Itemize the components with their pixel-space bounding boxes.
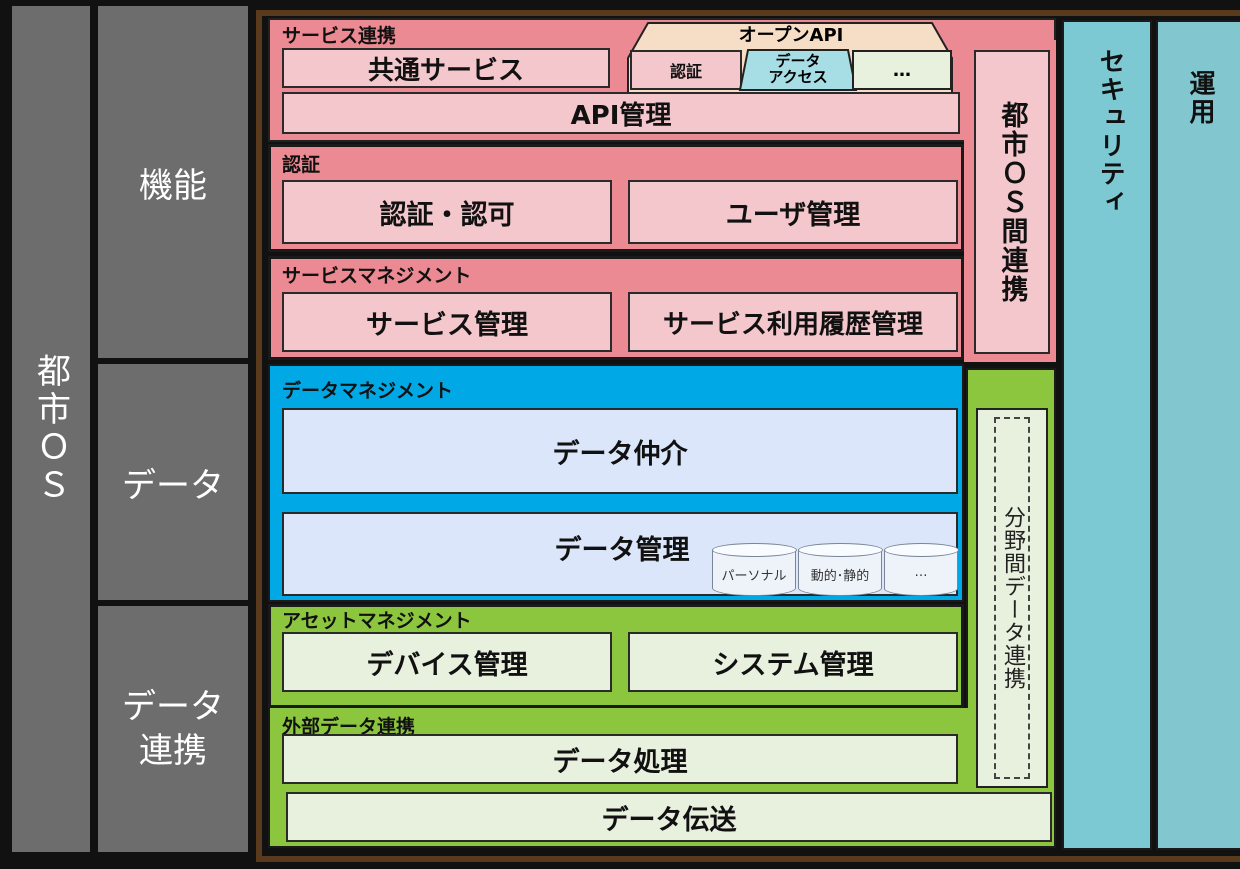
operation-label: 運用 (1185, 70, 1215, 126)
device-management-label: デバイス管理 (366, 649, 528, 681)
inter-os-link-box: 都市ＯＳ間連携 (974, 50, 1050, 354)
asset-management-title: アセットマネジメント (282, 610, 472, 632)
city-os-label: 都市ＯＳ (30, 353, 71, 505)
device-management-box: デバイス管理 (282, 632, 612, 692)
usage-history-box: サービス利用履歴管理 (628, 292, 958, 352)
layer-data-label: データ (122, 465, 224, 506)
layer-data-link-label: データ 連携 (122, 686, 224, 771)
data-brokerage-box: データ仲介 (282, 408, 958, 494)
data-transmission-label: データ伝送 (601, 804, 737, 836)
data-management-title: データマネジメント (282, 380, 454, 402)
city-os-column: 都市ＯＳ (12, 6, 90, 852)
cross-domain-link-label: 分野間データ連携 (1000, 506, 1025, 690)
data-processing-label: データ処理 (552, 746, 688, 778)
open-api-auth-label: 認証 (669, 62, 702, 81)
more-store-label: … (914, 565, 928, 580)
usage-history-label: サービス利用履歴管理 (662, 309, 923, 340)
data-transmission-box: データ伝送 (286, 792, 1052, 842)
user-management-box: ユーザ管理 (628, 180, 958, 244)
layer-function: 機能 (98, 6, 248, 358)
cross-domain-link-dashed: 分野間データ連携 (994, 417, 1030, 779)
common-service-label: 共通サービス (367, 55, 524, 86)
api-management-box: API管理 (282, 92, 960, 134)
service-management-title: サービスマネジメント (282, 265, 472, 287)
data-admin-label: データ管理 (554, 534, 690, 566)
data-access-shape (738, 49, 858, 91)
auth-title: 認証 (282, 154, 321, 176)
authn-authz-box: 認証・認可 (282, 180, 612, 244)
open-api-more-label: … (893, 59, 911, 81)
service-admin-box: サービス管理 (282, 292, 612, 352)
common-service-box: 共通サービス (282, 48, 610, 88)
operation-column: 運用 (1156, 20, 1240, 850)
open-api-title: オープンAPI (738, 25, 844, 46)
dynamic-static-store: 動的･静的 (797, 543, 883, 596)
layer-data-link: データ 連携 (98, 606, 248, 852)
open-api-data-access-label: データ アクセス (768, 52, 828, 86)
open-api-auth-box: 認証 (630, 50, 742, 90)
security-column: セキュリティ (1062, 20, 1152, 850)
system-management-box: システム管理 (628, 632, 958, 692)
security-label: セキュリティ (1095, 48, 1125, 216)
authn-authz-label: 認証・認可 (379, 199, 515, 231)
system-management-label: システム管理 (712, 649, 874, 681)
more-store: … (883, 543, 959, 596)
service-link-title: サービス連携 (282, 25, 397, 47)
cross-domain-link-box: 分野間データ連携 (976, 408, 1048, 788)
api-management-label: API管理 (570, 100, 672, 131)
personal-store-label: パーソナル (721, 569, 787, 584)
user-management-label: ユーザ管理 (725, 199, 861, 231)
layer-data: データ (98, 364, 248, 600)
open-api-more-box: … (852, 50, 952, 90)
personal-data-store: パーソナル (711, 543, 797, 596)
service-admin-label: サービス管理 (366, 309, 528, 341)
dynamic-static-store-label: 動的･静的 (810, 569, 870, 584)
data-processing-box: データ処理 (282, 734, 958, 784)
layer-function-label: 機能 (139, 165, 207, 206)
inter-os-link-label: 都市ＯＳ間連携 (996, 100, 1028, 304)
external-data-link-title: 外部データ連携 (282, 716, 416, 738)
data-brokerage-label: データ仲介 (552, 438, 688, 470)
